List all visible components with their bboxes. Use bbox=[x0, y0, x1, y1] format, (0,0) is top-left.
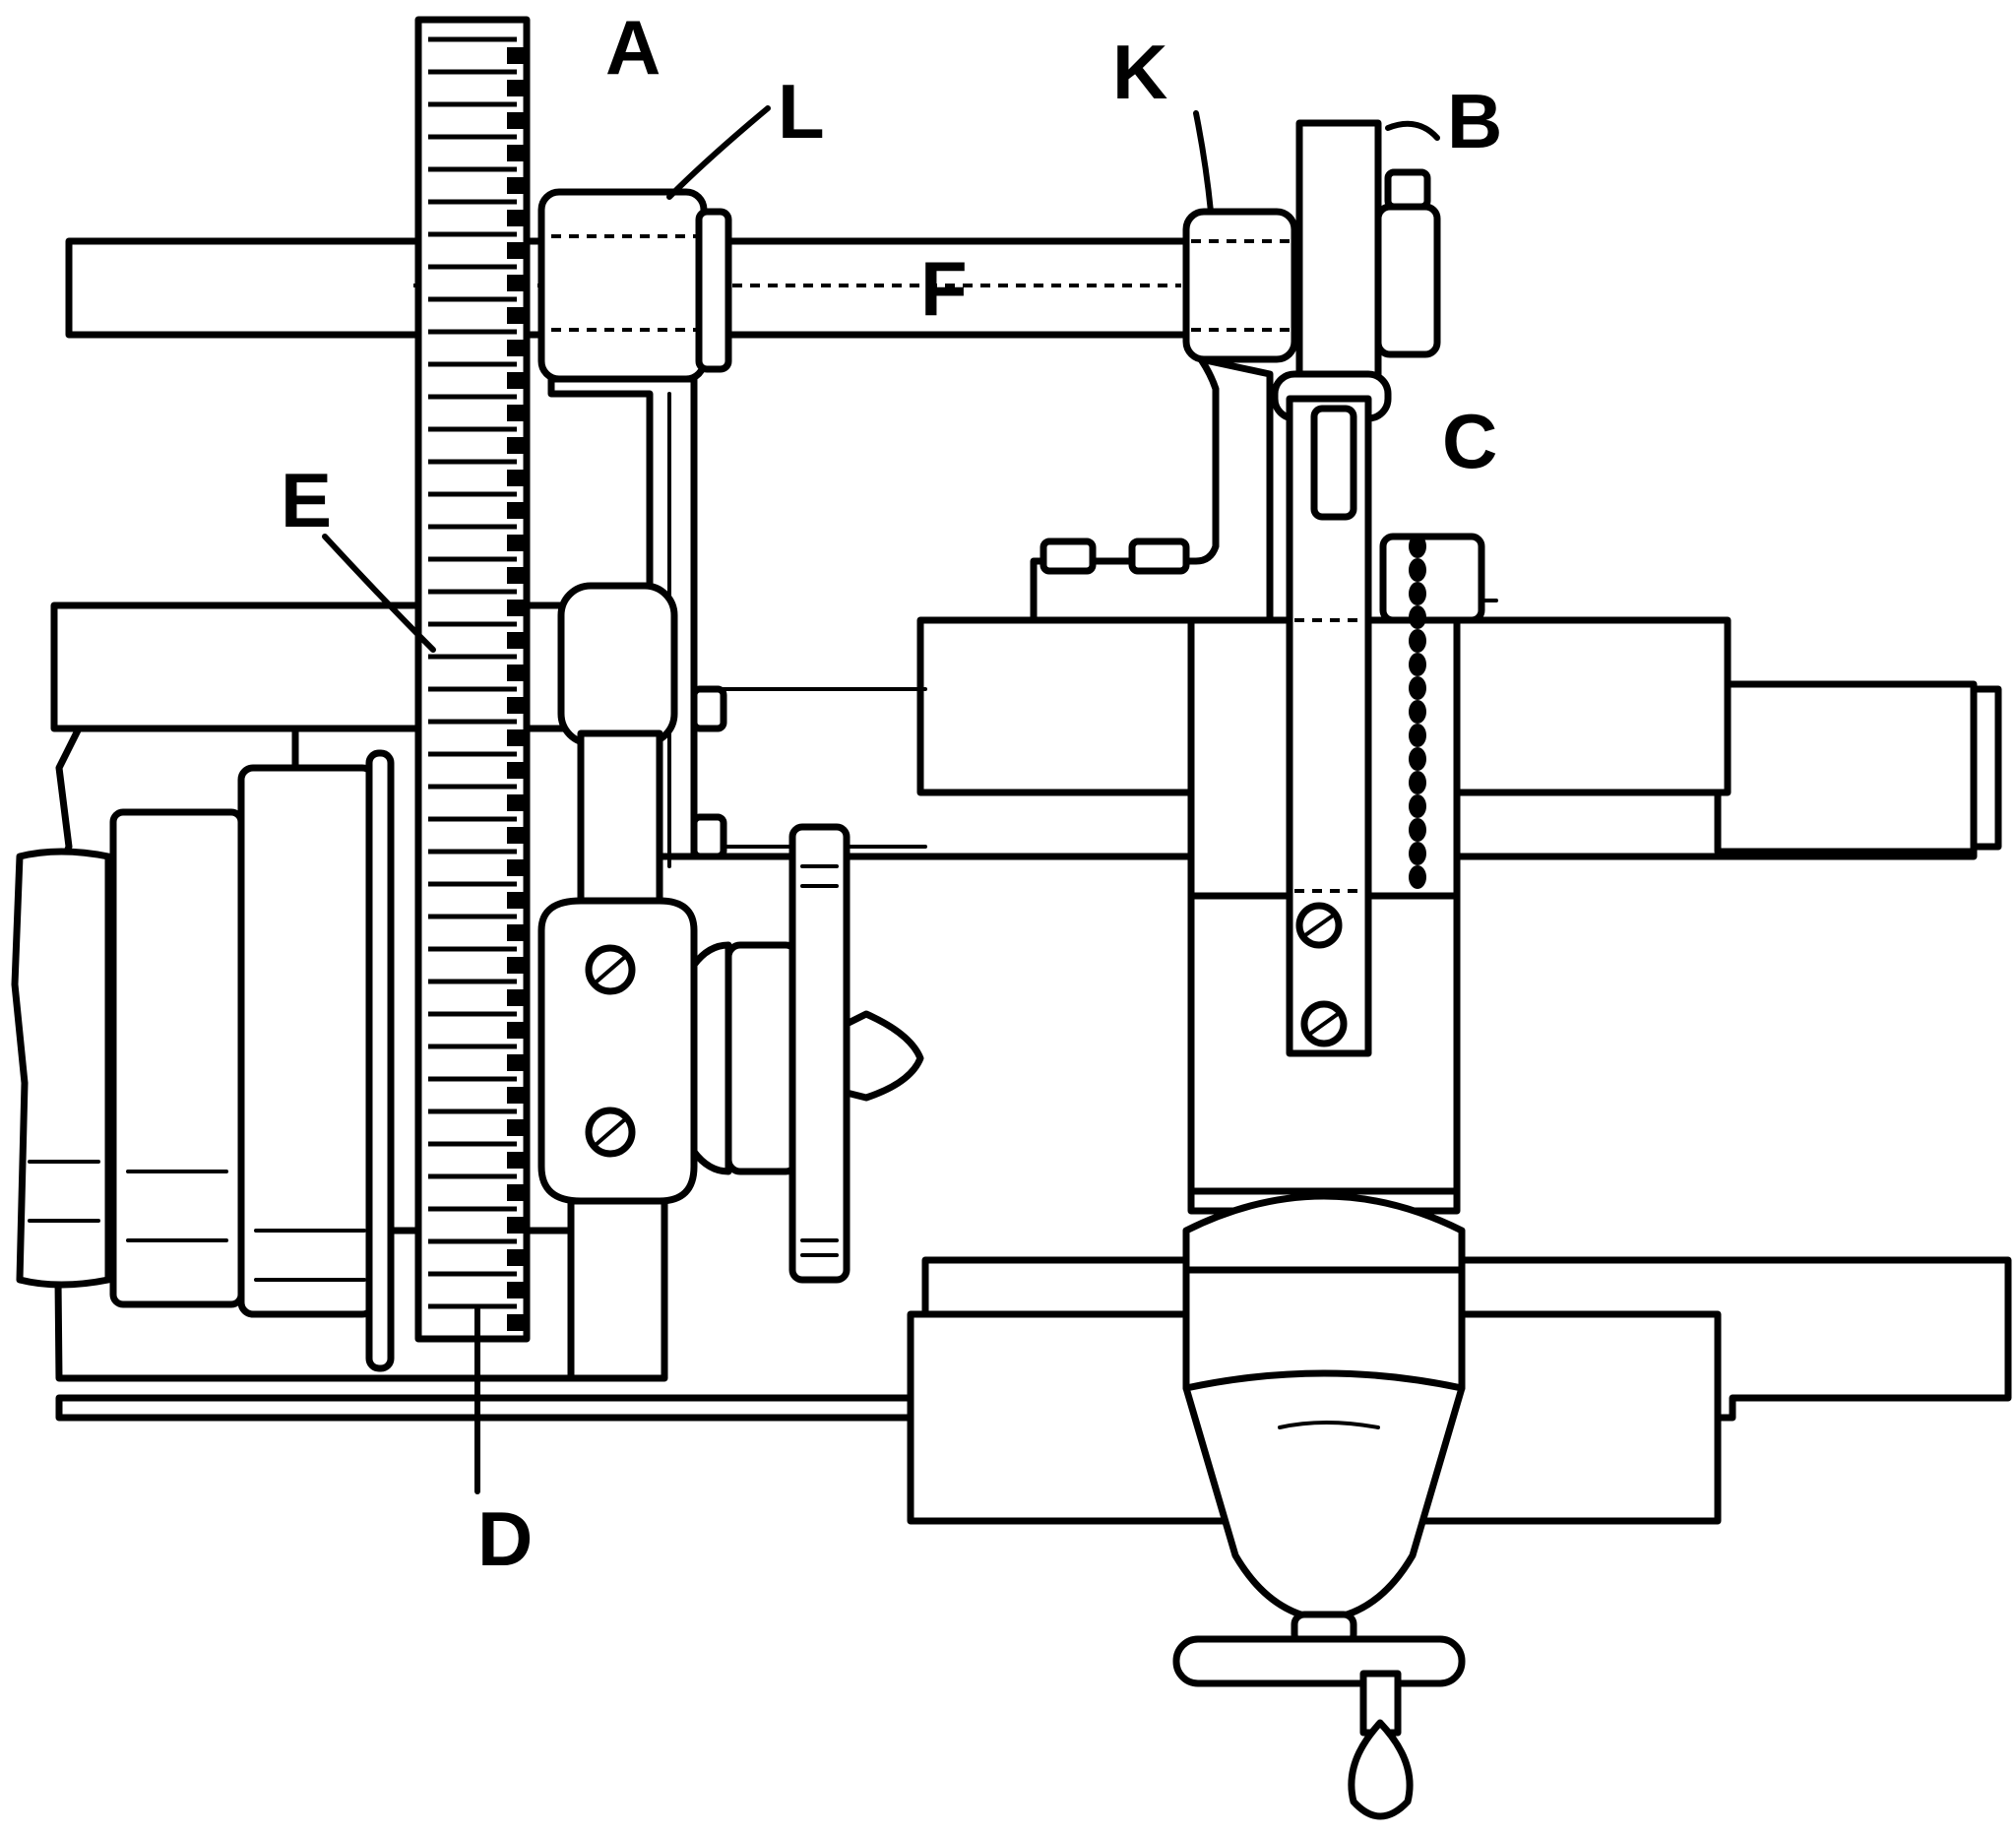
leader-E bbox=[322, 534, 436, 653]
chain-link bbox=[1409, 558, 1426, 582]
gear-tooth bbox=[507, 437, 529, 454]
gear-tooth bbox=[507, 1217, 529, 1234]
gear-tooth bbox=[507, 340, 529, 356]
chain-links bbox=[1409, 535, 1426, 889]
gear-tooth bbox=[507, 762, 529, 779]
label-D: D bbox=[477, 1495, 533, 1582]
chain-link bbox=[1409, 700, 1426, 724]
gear-tooth bbox=[507, 1119, 529, 1136]
label-E: E bbox=[281, 457, 332, 543]
gear-tooth bbox=[507, 794, 529, 811]
chain-link bbox=[1409, 842, 1426, 865]
gear-tooth bbox=[507, 275, 529, 291]
label-K: K bbox=[1112, 29, 1167, 115]
spindle-nose bbox=[690, 823, 924, 1284]
chain-link bbox=[1409, 676, 1426, 700]
large-spur-gear bbox=[414, 16, 531, 1343]
chain-link bbox=[1409, 771, 1426, 794]
gear-tooth bbox=[507, 567, 529, 584]
base-bolts bbox=[1040, 538, 1190, 575]
leader-L bbox=[666, 105, 771, 200]
label-B: B bbox=[1447, 78, 1502, 164]
gear-tooth bbox=[507, 632, 529, 649]
gear-tooth bbox=[507, 1249, 529, 1266]
gear-tooth bbox=[507, 859, 529, 876]
gear-tooth bbox=[507, 600, 529, 616]
chain-link bbox=[1409, 865, 1426, 889]
gear-tooth bbox=[507, 729, 529, 746]
gear-tooth bbox=[507, 470, 529, 486]
gear-tooth bbox=[507, 957, 529, 974]
chain-link bbox=[1409, 724, 1426, 747]
gear-tooth bbox=[507, 1087, 529, 1104]
chain-link bbox=[1409, 818, 1426, 842]
label-L: L bbox=[778, 68, 825, 155]
chain-link bbox=[1409, 582, 1426, 605]
lever-arm[interactable] bbox=[1271, 119, 1392, 1057]
crank-handle[interactable] bbox=[1172, 1611, 1466, 1820]
gear-tooth bbox=[507, 1282, 529, 1298]
gear-tooth bbox=[507, 502, 529, 519]
gear-tooth bbox=[507, 665, 529, 681]
label-F: F bbox=[920, 245, 968, 332]
gear-tooth bbox=[507, 405, 529, 421]
gear-tooth bbox=[507, 145, 529, 161]
chain-sprocket bbox=[1379, 533, 1498, 889]
chain-link bbox=[1409, 535, 1426, 558]
chain-link bbox=[1409, 747, 1426, 771]
leader-lines bbox=[322, 105, 1440, 1494]
label-C: C bbox=[1442, 398, 1497, 484]
gear-tooth bbox=[507, 827, 529, 844]
gear-tooth bbox=[507, 210, 529, 226]
gear-tooth bbox=[507, 112, 529, 129]
chain-link bbox=[1409, 629, 1426, 653]
gear-tooth bbox=[507, 1314, 529, 1331]
gear-tooth bbox=[507, 989, 529, 1006]
cone-pulley bbox=[11, 764, 378, 1318]
gear-tooth bbox=[507, 1022, 529, 1039]
gear-tooth bbox=[507, 1054, 529, 1071]
spindle-bearing bbox=[537, 582, 727, 1382]
cross-feed-barrel bbox=[1182, 1192, 1466, 1623]
gear-tooth bbox=[507, 697, 529, 714]
gear-tooth bbox=[507, 892, 529, 909]
leader-K bbox=[1193, 110, 1214, 215]
chain-link bbox=[1409, 605, 1426, 629]
gear-tooth bbox=[507, 242, 529, 259]
gear-teeth bbox=[428, 36, 529, 1331]
gear-tooth bbox=[507, 1184, 529, 1201]
gear-tooth bbox=[507, 924, 529, 941]
gear-tooth bbox=[507, 307, 529, 324]
leader-B bbox=[1385, 120, 1440, 141]
collar-B bbox=[1374, 168, 1441, 358]
gear-tooth bbox=[507, 535, 529, 551]
gear-tooth bbox=[507, 177, 529, 194]
belt-shifter-rod bbox=[365, 749, 395, 1372]
label-A: A bbox=[605, 4, 661, 91]
gear-tooth bbox=[507, 47, 529, 64]
middle-bed-rail bbox=[685, 680, 2002, 860]
gear-tooth bbox=[507, 1152, 529, 1169]
gear-tooth bbox=[507, 80, 529, 96]
chain-link bbox=[1409, 794, 1426, 818]
chain-link bbox=[1409, 653, 1426, 676]
gear-tooth bbox=[507, 372, 529, 389]
